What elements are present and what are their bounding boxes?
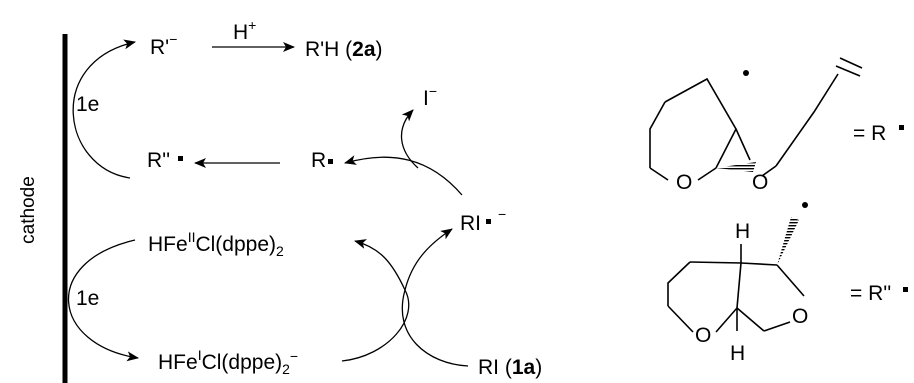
r-dprime-structure — [667, 244, 805, 333]
r-structure-radical-dot — [743, 70, 749, 76]
bottom-electron-transfer-label: 1e — [76, 287, 99, 310]
r-structure-ether-oxygen: O — [752, 171, 768, 194]
fe-oxidation-arrow — [341, 239, 410, 362]
r-dprime-radical: R'' — [147, 149, 170, 172]
r-structure-equals: = R — [853, 122, 886, 145]
top-electron-transfer-label: 1e — [76, 93, 99, 116]
r-dprime-structure-furan-oxygen: O — [792, 305, 808, 328]
r-structure-equals-dot — [899, 125, 904, 130]
r-dprime-structure-top-h: H — [735, 220, 750, 243]
r-structure-hashed-bond — [716, 162, 756, 172]
radical-anion-charge: − — [498, 206, 506, 222]
r-dprime-structure-equals: = R'' — [850, 282, 891, 305]
bottom-electron-transfer-arrow — [67, 239, 139, 362]
radical-anion-dot — [486, 219, 491, 224]
cathode-label: cathode — [18, 176, 39, 244]
substrate-1a: RI (1a) — [478, 356, 542, 379]
r-radical-dot — [328, 159, 333, 164]
iodide-loss-arrow — [400, 109, 419, 169]
electron-to-substrate-arrow — [401, 228, 469, 367]
r-structure-ring-oxygen: O — [676, 171, 692, 194]
fragmentation-arrow — [344, 155, 463, 196]
fe1-complex: HFeICl(dppe)2− — [158, 347, 298, 377]
r-dprime-structure-bottom-h: H — [730, 342, 745, 365]
radical-anion: RI — [460, 212, 481, 235]
proton-reagent: H+ — [233, 17, 256, 44]
product-2a: R'H (2a) — [305, 38, 383, 61]
r-dprime-anion: R'− — [150, 31, 177, 59]
r-dprime-structure-equals-dot — [903, 287, 908, 292]
r-dprime-structure-ring-oxygen: O — [695, 324, 711, 347]
r-dprime-radical-dot — [178, 156, 183, 161]
r-radical: R — [311, 149, 326, 172]
fe2-complex: HFeIICl(dppe)2 — [148, 229, 284, 259]
r-radical-structure — [649, 57, 863, 181]
iodide: I− — [423, 83, 437, 110]
r-dprime-structure-hashed-bond — [777, 217, 799, 265]
top-electron-transfer-arrow — [72, 39, 136, 179]
r-dprime-structure-radical-dot — [802, 202, 808, 208]
